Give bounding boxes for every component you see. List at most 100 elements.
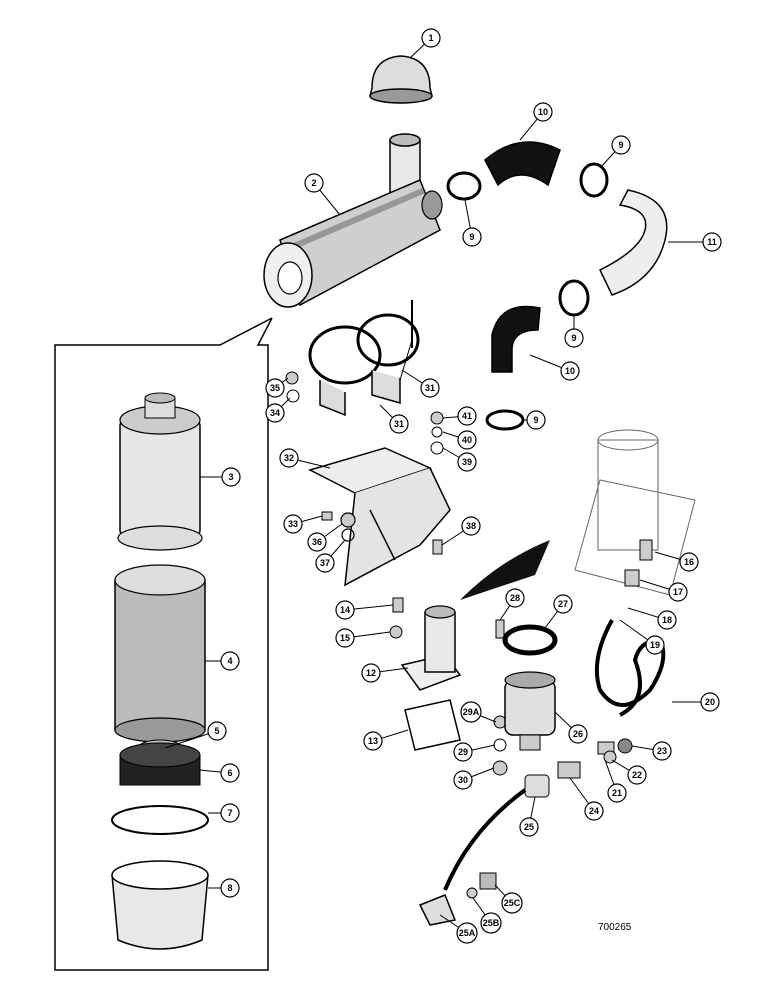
callout-label: 2 [311, 178, 316, 188]
filter-housing [117, 392, 203, 551]
callout-label: 9 [469, 232, 474, 242]
callout-label: 30 [458, 775, 468, 785]
callout-25b: 25B [480, 912, 502, 934]
callout-label: 32 [284, 453, 294, 463]
callout-label: 16 [684, 557, 694, 567]
hardware-set [285, 371, 508, 776]
callout-label: 9 [618, 140, 623, 150]
callout-label: 1 [428, 33, 433, 43]
callout-10-1: 10 [560, 361, 580, 381]
callout-30: 30 [453, 770, 473, 790]
callout-25: 25 [519, 817, 539, 837]
callout-25c: 25C [501, 892, 523, 914]
callout-label: 21 [612, 788, 622, 798]
callout-label: 24 [589, 806, 599, 816]
callout-label: 27 [558, 599, 568, 609]
hose-clamp-lower [485, 409, 525, 431]
callout-label: 10 [538, 107, 548, 117]
support-bracket [307, 447, 451, 587]
flange-gasket [404, 699, 461, 751]
callout-37: 37 [315, 553, 335, 573]
callout-label: 17 [673, 587, 683, 597]
filter-clamp-strap [502, 624, 558, 656]
callout-label: 25C [504, 898, 521, 908]
callout-12: 12 [361, 663, 381, 683]
precleaner-cap [369, 55, 433, 104]
callout-17: 17 [668, 582, 688, 602]
callout-33: 33 [283, 514, 303, 534]
callout-41: 41 [457, 406, 477, 426]
callout-label: 33 [288, 519, 298, 529]
callout-label: 36 [312, 537, 322, 547]
callout-label: 26 [573, 729, 583, 739]
callout-label: 13 [368, 736, 378, 746]
callout-label: 5 [214, 726, 219, 736]
callout-21: 21 [607, 783, 627, 803]
callout-35: 35 [265, 378, 285, 398]
dust-unloader [504, 671, 556, 751]
callout-28: 28 [505, 588, 525, 608]
callout-label: 41 [462, 411, 472, 421]
air-cleaner-body [263, 133, 443, 308]
callout-29: 29 [453, 742, 473, 762]
callout-40: 40 [457, 430, 477, 450]
callout-16: 16 [679, 552, 699, 572]
callout-1: 1 [421, 28, 441, 48]
callout-23: 23 [652, 741, 672, 761]
sealing-ring [111, 805, 209, 835]
callout-label: 39 [462, 457, 472, 467]
drawing-number: 700265 [598, 922, 632, 933]
callout-15: 15 [335, 628, 355, 648]
callout-31: 31 [420, 378, 440, 398]
callout-label: 35 [270, 383, 280, 393]
hose-clamp-middle [558, 279, 590, 317]
callout-label: 12 [366, 668, 376, 678]
callout-20: 20 [700, 692, 720, 712]
inset-frame [54, 317, 273, 971]
callout-label: 15 [340, 633, 350, 643]
callout-7: 7 [220, 803, 240, 823]
callout-label: 10 [565, 366, 575, 376]
callout-8: 8 [220, 878, 240, 898]
callout-10: 10 [533, 102, 553, 122]
indicator-tube [594, 619, 666, 717]
dust-cup [111, 860, 209, 950]
callout-9: 9 [611, 135, 631, 155]
lower-elbow-hose [491, 305, 541, 373]
filter-outline-reference [574, 429, 696, 596]
callout-24: 24 [584, 801, 604, 821]
callout-label: 31 [425, 383, 435, 393]
leader-line-31-extra [399, 339, 413, 381]
callout-4: 4 [220, 651, 240, 671]
callout-label: 23 [657, 746, 667, 756]
callout-label: 31 [394, 419, 404, 429]
callout-27: 27 [553, 594, 573, 614]
flow-arrow [460, 540, 550, 600]
callout-label: 37 [320, 558, 330, 568]
callout-19: 19 [645, 635, 665, 655]
callout-9-1: 9 [462, 227, 482, 247]
callout-31-1: 31 [389, 414, 409, 434]
callout-22: 22 [627, 765, 647, 785]
callout-label: 29A [463, 707, 480, 717]
tube-fittings [524, 738, 633, 798]
callout-label: 9 [571, 333, 576, 343]
callout-9-3: 9 [526, 410, 546, 430]
callout-label: 8 [227, 883, 232, 893]
callout-38: 38 [461, 516, 481, 536]
upper-elbow-hose [484, 141, 561, 187]
callout-label: 40 [462, 435, 472, 445]
callout-label: 11 [707, 237, 717, 247]
callout-32: 32 [279, 448, 299, 468]
callout-label: 20 [705, 697, 715, 707]
filter-element [114, 564, 206, 743]
callout-label: 4 [227, 656, 232, 666]
mounting-bands [308, 300, 420, 417]
callout-39: 39 [457, 452, 477, 472]
callout-label: 6 [227, 768, 232, 778]
drain-hose [443, 788, 527, 891]
callout-3: 3 [221, 467, 241, 487]
callout-label: 25 [524, 822, 534, 832]
callout-label: 9 [533, 415, 538, 425]
